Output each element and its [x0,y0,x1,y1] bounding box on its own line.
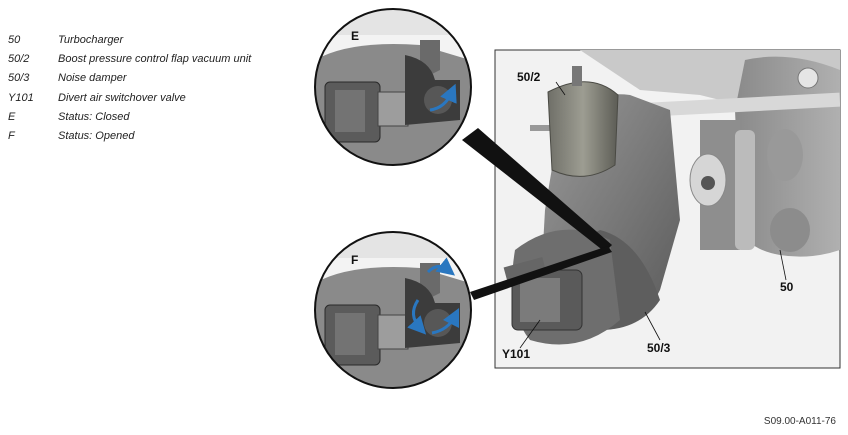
legend-description: Divert air switchover valve [58,91,186,104]
detail-closed: E [314,8,472,166]
detail-opened: F [314,231,472,389]
legend-description: Boost pressure control flap vacuum unit [58,52,252,65]
callout-detail-closed: E [351,29,359,43]
legend-code: E [8,110,16,123]
legend-code: F [8,130,15,143]
legend-row: Y101 Divert air switchover valve [8,88,251,107]
legend-description: Turbocharger [58,33,124,46]
document-id: S09.00-A011-76 [763,416,836,427]
photo-panel: 50/2 50 Y101 50/3 [494,49,841,369]
legend-row: 50/3 Noise damper [8,69,251,88]
legend-code: 50 [8,33,21,46]
legend: 50 Turbocharger 50/2 Boost pressure cont… [8,30,251,146]
legend-code: Y101 [8,91,34,104]
legend-row: 50/2 Boost pressure control flap vacuum … [8,49,251,68]
callout-noise-damper: 50/3 [647,341,671,355]
legend-description: Noise damper [58,72,127,85]
callout-detail-opened: F [351,253,358,267]
callout-turbocharger: 50 [780,280,794,294]
connector-line-f [470,246,612,300]
legend-row: F Status: Opened [8,126,251,145]
callout-valve: Y101 [502,347,530,361]
legend-description: Status: Opened [58,130,135,143]
connector-line-e [462,128,612,252]
legend-code: 50/3 [8,72,30,85]
legend-row: 50 Turbocharger [8,30,251,49]
legend-code: 50/2 [8,52,30,65]
legend-description: Status: Closed [58,110,130,123]
callout-vacuum-unit: 50/2 [517,70,541,84]
legend-row: E Status: Closed [8,107,251,126]
